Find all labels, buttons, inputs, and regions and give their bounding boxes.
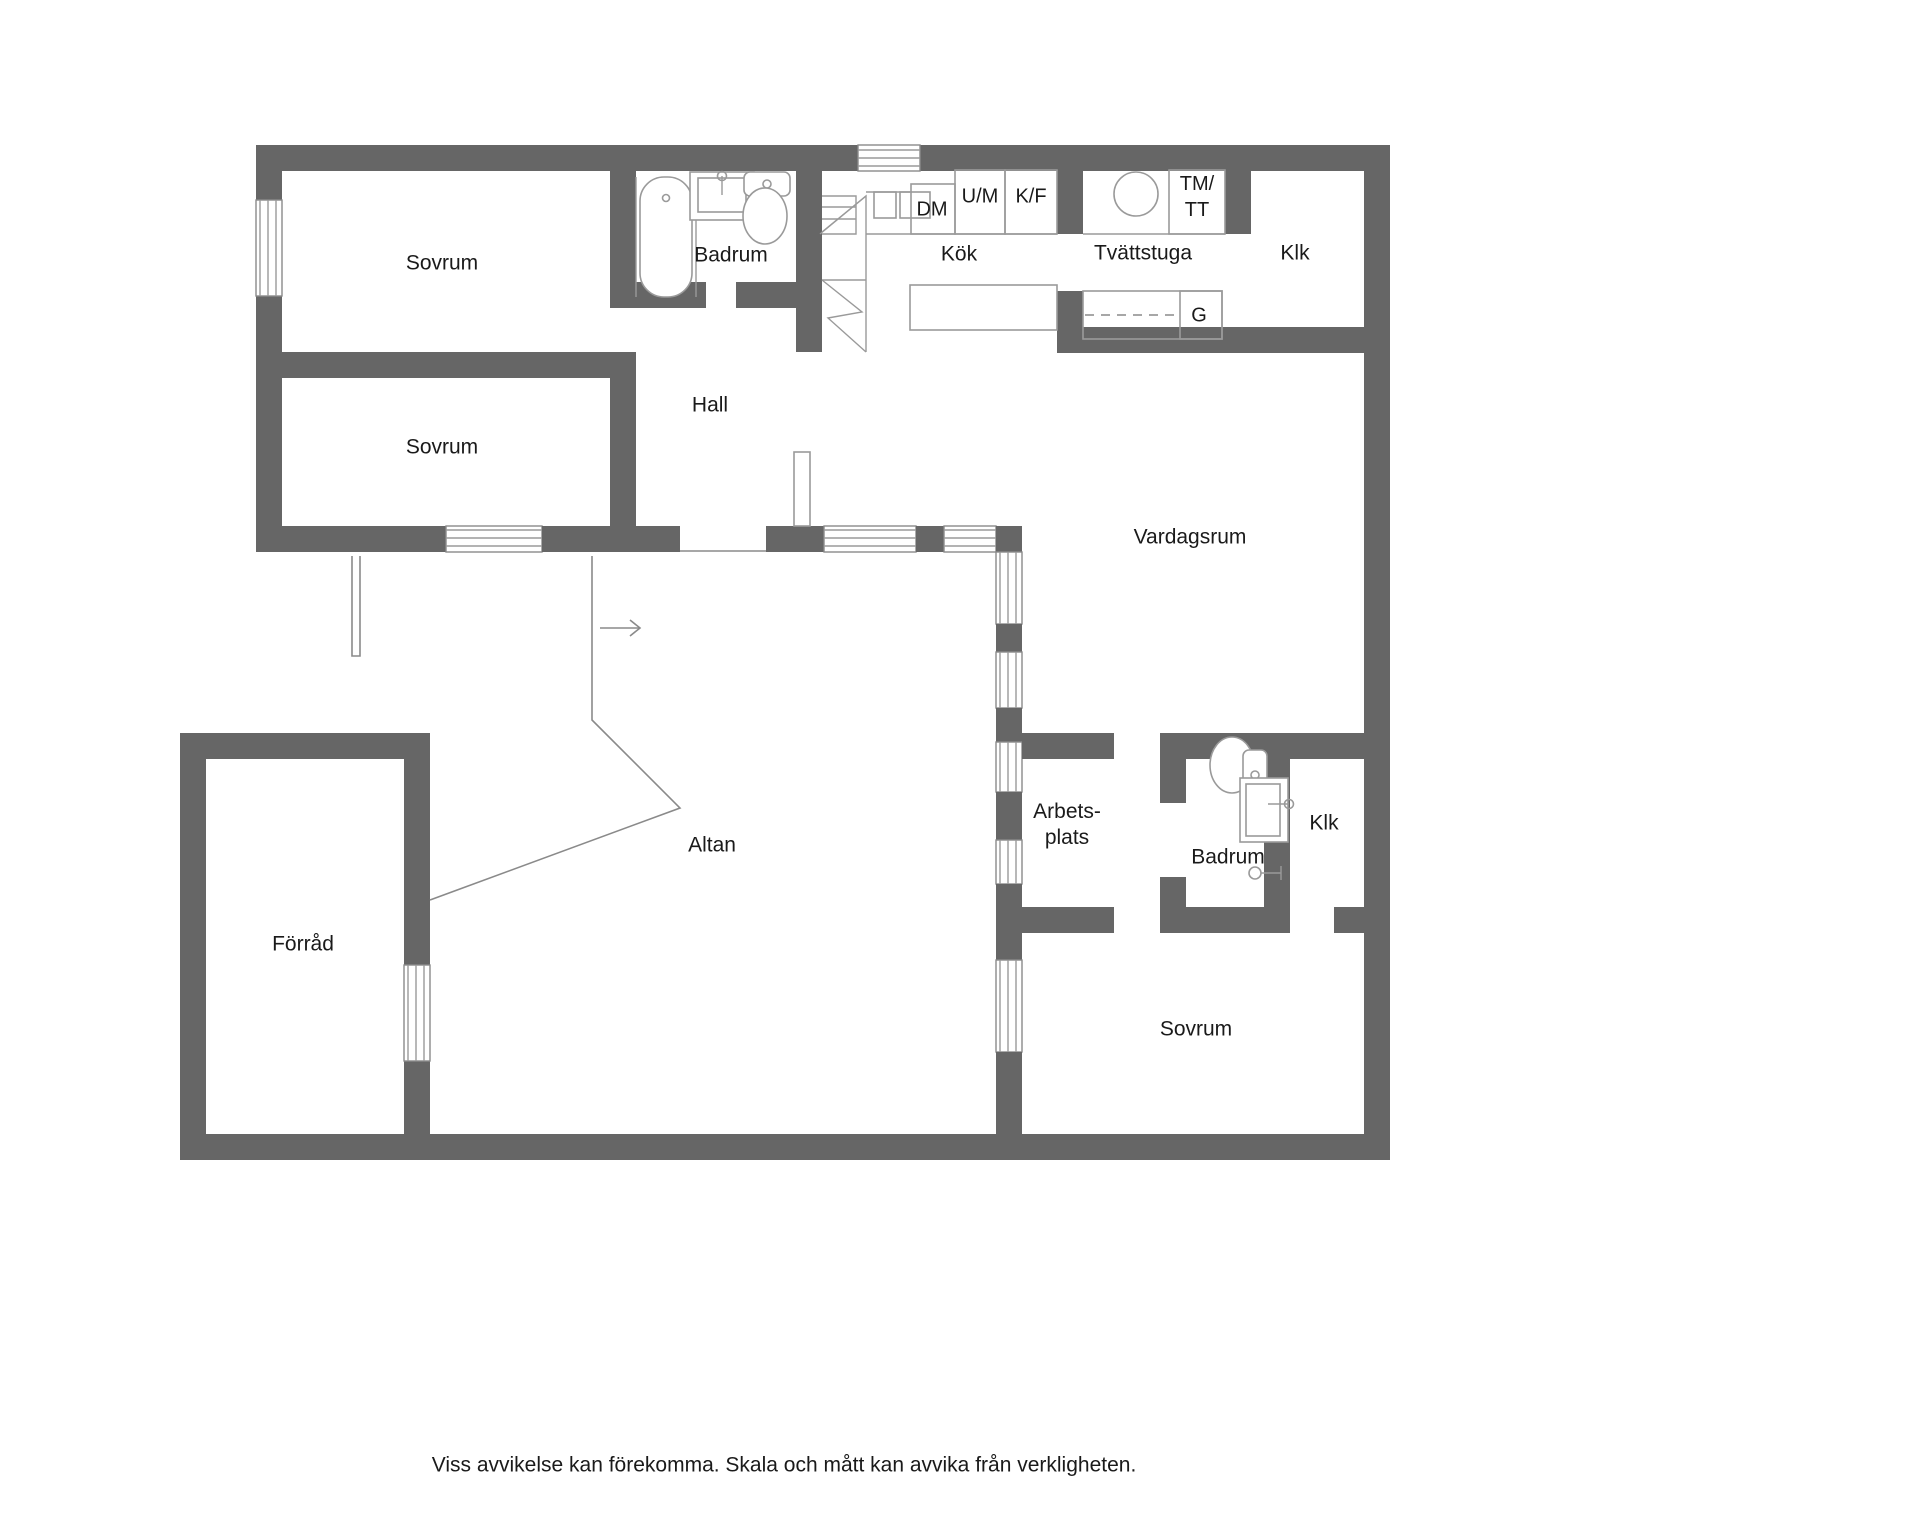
bathtub-drain-icon [661, 193, 671, 203]
wall-sovrum2-right-lower [610, 430, 636, 552]
wall-arbetsplats-top [1022, 733, 1114, 759]
room-label-sovrum-3: Sovrum [1160, 1018, 1232, 1041]
label-group: Sovrum Badrum Kök Tvättstuga Klk Hall So… [272, 173, 1339, 1040]
room-label-tvattstuga: Tvättstuga [1094, 242, 1192, 265]
wall-badrum-bottom-right [736, 282, 802, 308]
altan-arrow-head [629, 619, 642, 637]
appliance-label-kf: K/F [1015, 185, 1046, 207]
appliance-box-g [1179, 290, 1223, 340]
wall-forrad-right-upper [404, 733, 430, 893]
room-label-klk-1: Klk [1280, 242, 1310, 265]
wall-forrad-right-mid [404, 893, 430, 965]
kitchen-island-icon [909, 284, 1058, 331]
room-label-vardagsrum: Vardagsrum [1134, 526, 1247, 549]
washer-drum-icon [1113, 171, 1159, 217]
room-label-badrum-1: Badrum [694, 244, 768, 267]
wall-livingroom-bottom-left [766, 526, 824, 552]
wall-altan-right-5 [996, 884, 1022, 960]
wall-forrad-top [180, 733, 430, 759]
wall-forrad-right-lower [404, 1061, 430, 1160]
wall-top-exterior [256, 145, 1390, 171]
wall-altan-right-4 [996, 792, 1022, 840]
wall-altan-right-6 [996, 1052, 1022, 1134]
room-label-sovrum-2: Sovrum [406, 436, 478, 459]
washbasin2-bowl-icon [1245, 783, 1281, 837]
wall-altan-right-3 [996, 708, 1022, 742]
wall-group [180, 144, 1390, 1160]
wall-forrad-left [180, 733, 206, 1160]
room-label-sovrum-1: Sovrum [406, 252, 478, 275]
shower-head-icon [1248, 866, 1262, 880]
wall-sovrum2-bottom-left [256, 526, 446, 552]
room-label-forrad: Förråd [272, 933, 334, 956]
wall-bottom-exterior [180, 1134, 1390, 1160]
altan-edge-line [429, 556, 682, 901]
wall-klk1-bottom [1251, 327, 1364, 353]
appliance-label-g: G [1191, 304, 1207, 326]
room-label-kok: Kök [941, 243, 978, 266]
bathtub-icon [639, 176, 693, 298]
appliance-box-kf [1004, 169, 1058, 235]
wall-badrum-right [796, 171, 822, 352]
room-label-arbetsplats: Arbets-plats [1033, 800, 1101, 849]
wall-sovrum1-bottom [282, 352, 636, 378]
wall-livingroom-bottom-mid [916, 526, 944, 552]
appliance-box-group [910, 169, 1226, 340]
wall-livingroom-bottom-corner [996, 526, 1022, 552]
livingroom-pillar-icon [793, 451, 811, 527]
wall-altan-right-2 [996, 624, 1022, 652]
washbasin2-icon [1239, 777, 1289, 843]
disclaimer-caption: Viss avvikelse kan förekomma. Skala och … [432, 1454, 1137, 1477]
appliance-label-tmtt: TM/TT [1180, 173, 1215, 221]
wall-tvatt-klk [1225, 171, 1251, 234]
toilet-bowl-icon [742, 187, 788, 245]
sink-bowl-left-icon [873, 191, 897, 219]
room-label-klk-2: Klk [1309, 812, 1339, 835]
appliance-label-dm: DM [916, 198, 947, 220]
wall-klk2-bottom [1334, 907, 1364, 933]
appliance-label-um: U/M [962, 185, 999, 207]
wall-lowerbath-left-upper [1160, 733, 1186, 803]
appliance-box-tmtt [1168, 169, 1226, 235]
wall-sovrum2-right-upper [610, 352, 636, 430]
room-label-badrum-2: Badrum [1191, 846, 1265, 869]
wall-arbetsplats-bottom [1022, 907, 1114, 933]
altan-rail-left [351, 556, 361, 657]
room-label-altan: Altan [688, 834, 736, 857]
room-label-hall: Hall [692, 394, 728, 417]
sink-bowl-right-icon [899, 191, 931, 219]
wall-kok-tvatt-upper [1057, 171, 1083, 234]
stair-outline-icon [822, 195, 857, 235]
wall-right-exterior [1364, 145, 1390, 1160]
wall-hall-bottom-stub [636, 526, 680, 552]
wall-sovrum1-badrum [610, 171, 636, 296]
stair-break-icon [821, 279, 867, 353]
